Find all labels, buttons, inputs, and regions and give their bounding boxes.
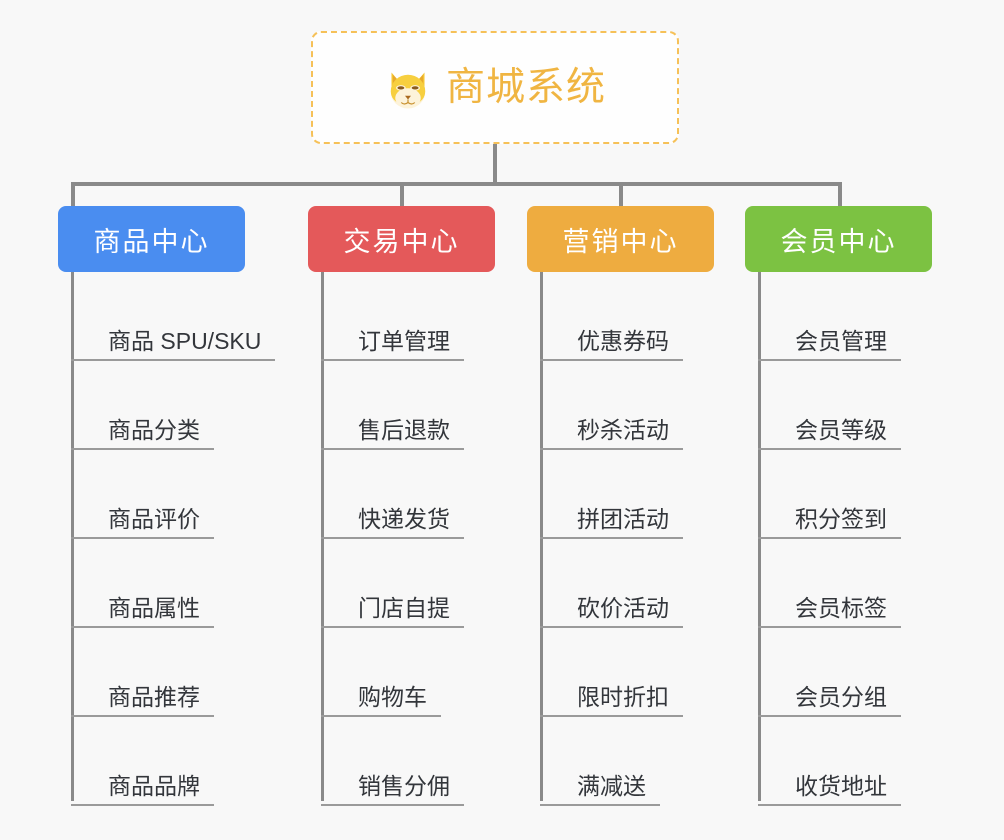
leaf-item-label-marketing-center-2: 拼团活动 xyxy=(540,506,683,539)
branch-spine-member-center xyxy=(758,272,761,801)
connector-drop-member-center xyxy=(838,182,842,208)
connector-drop-marketing-center xyxy=(619,182,623,208)
leaf-item-label-product-center-3: 商品属性 xyxy=(71,595,214,628)
leaf-item-product-center-0[interactable]: 商品 SPU/SKU xyxy=(71,272,331,361)
leaf-item-label-member-center-4: 会员分组 xyxy=(758,684,901,717)
root-node[interactable]: 商城系统 xyxy=(311,31,679,144)
leaf-item-marketing-center-1[interactable]: 秒杀活动 xyxy=(540,361,800,450)
leaf-item-trade-center-3[interactable]: 门店自提 xyxy=(321,539,581,628)
leaf-item-label-marketing-center-0: 优惠券码 xyxy=(540,328,683,361)
leaf-item-label-product-center-5: 商品品牌 xyxy=(71,773,214,806)
leaf-item-label-trade-center-4: 购物车 xyxy=(321,684,441,717)
leaf-item-trade-center-5[interactable]: 销售分佣 xyxy=(321,717,581,806)
leaf-item-label-marketing-center-3: 砍价活动 xyxy=(540,595,683,628)
branch-spine-trade-center xyxy=(321,272,324,801)
leaf-item-member-center-4[interactable]: 会员分组 xyxy=(758,628,1004,717)
leaf-item-label-trade-center-0: 订单管理 xyxy=(321,328,464,361)
leaf-item-label-member-center-2: 积分签到 xyxy=(758,506,901,539)
branch-header-product-center[interactable]: 商品中心 xyxy=(58,206,245,272)
leaf-item-product-center-5[interactable]: 商品品牌 xyxy=(71,717,331,806)
leaf-list-marketing-center: 优惠券码 秒杀活动 拼团活动 砍价活动 限时折扣 满减送 xyxy=(540,272,800,806)
shiba-dog-face-icon xyxy=(384,65,432,113)
leaf-item-marketing-center-3[interactable]: 砍价活动 xyxy=(540,539,800,628)
leaf-item-marketing-center-2[interactable]: 拼团活动 xyxy=(540,450,800,539)
leaf-item-label-trade-center-2: 快递发货 xyxy=(321,506,464,539)
leaf-item-label-product-center-4: 商品推荐 xyxy=(71,684,214,717)
leaf-item-trade-center-0[interactable]: 订单管理 xyxy=(321,272,581,361)
branch-header-label-trade-center: 交易中心 xyxy=(343,226,460,257)
connector-drop-trade-center xyxy=(400,182,404,208)
root-title: 商城系统 xyxy=(445,66,606,109)
leaf-item-product-center-4[interactable]: 商品推荐 xyxy=(71,628,331,717)
branch-spine-marketing-center xyxy=(540,272,543,801)
leaf-item-label-product-center-1: 商品分类 xyxy=(71,417,214,450)
branch-spine-product-center xyxy=(71,272,74,801)
leaf-item-marketing-center-0[interactable]: 优惠券码 xyxy=(540,272,800,361)
branch-header-label-product-center: 商品中心 xyxy=(93,226,210,257)
branch-header-label-member-center: 会员中心 xyxy=(780,226,897,257)
leaf-item-label-product-center-0: 商品 SPU/SKU xyxy=(71,328,276,361)
leaf-item-label-member-center-3: 会员标签 xyxy=(758,595,901,628)
branch-header-member-center[interactable]: 会员中心 xyxy=(745,206,932,272)
leaf-item-label-marketing-center-5: 满减送 xyxy=(540,773,660,806)
leaf-item-trade-center-1[interactable]: 售后退款 xyxy=(321,361,581,450)
leaf-item-product-center-1[interactable]: 商品分类 xyxy=(71,361,331,450)
branch-header-marketing-center[interactable]: 营销中心 xyxy=(527,206,714,272)
leaf-item-trade-center-4[interactable]: 购物车 xyxy=(321,628,581,717)
connector-drop-product-center xyxy=(71,182,75,208)
leaf-item-label-member-center-5: 收货地址 xyxy=(758,773,901,806)
leaf-item-member-center-5[interactable]: 收货地址 xyxy=(758,717,1004,806)
connector-root-stem xyxy=(493,144,497,186)
leaf-item-label-marketing-center-4: 限时折扣 xyxy=(540,684,683,717)
leaf-item-marketing-center-4[interactable]: 限时折扣 xyxy=(540,628,800,717)
connector-horizontal-bus xyxy=(71,182,842,186)
leaf-item-label-trade-center-5: 销售分佣 xyxy=(321,773,464,806)
branch-header-label-marketing-center: 营销中心 xyxy=(562,226,679,257)
leaf-item-label-member-center-0: 会员管理 xyxy=(758,328,901,361)
leaf-item-product-center-2[interactable]: 商品评价 xyxy=(71,450,331,539)
leaf-item-marketing-center-5[interactable]: 满减送 xyxy=(540,717,800,806)
leaf-item-trade-center-2[interactable]: 快递发货 xyxy=(321,450,581,539)
leaf-item-label-trade-center-3: 门店自提 xyxy=(321,595,464,628)
leaf-item-label-product-center-2: 商品评价 xyxy=(71,506,214,539)
branch-header-trade-center[interactable]: 交易中心 xyxy=(308,206,495,272)
leaf-item-label-marketing-center-1: 秒杀活动 xyxy=(540,417,683,450)
leaf-item-label-trade-center-1: 售后退款 xyxy=(321,417,464,450)
leaf-list-member-center: 会员管理 会员等级 积分签到 会员标签 会员分组 收货地址 xyxy=(758,272,1004,806)
leaf-list-trade-center: 订单管理 售后退款 快递发货 门店自提 购物车 销售分佣 xyxy=(321,272,581,806)
leaf-list-product-center: 商品 SPU/SKU 商品分类 商品评价 商品属性 商品推荐 商品品牌 xyxy=(71,272,331,806)
leaf-item-member-center-2[interactable]: 积分签到 xyxy=(758,450,1004,539)
leaf-item-product-center-3[interactable]: 商品属性 xyxy=(71,539,331,628)
leaf-item-member-center-1[interactable]: 会员等级 xyxy=(758,361,1004,450)
leaf-item-member-center-3[interactable]: 会员标签 xyxy=(758,539,1004,628)
leaf-item-member-center-0[interactable]: 会员管理 xyxy=(758,272,1004,361)
leaf-item-label-member-center-1: 会员等级 xyxy=(758,417,901,450)
